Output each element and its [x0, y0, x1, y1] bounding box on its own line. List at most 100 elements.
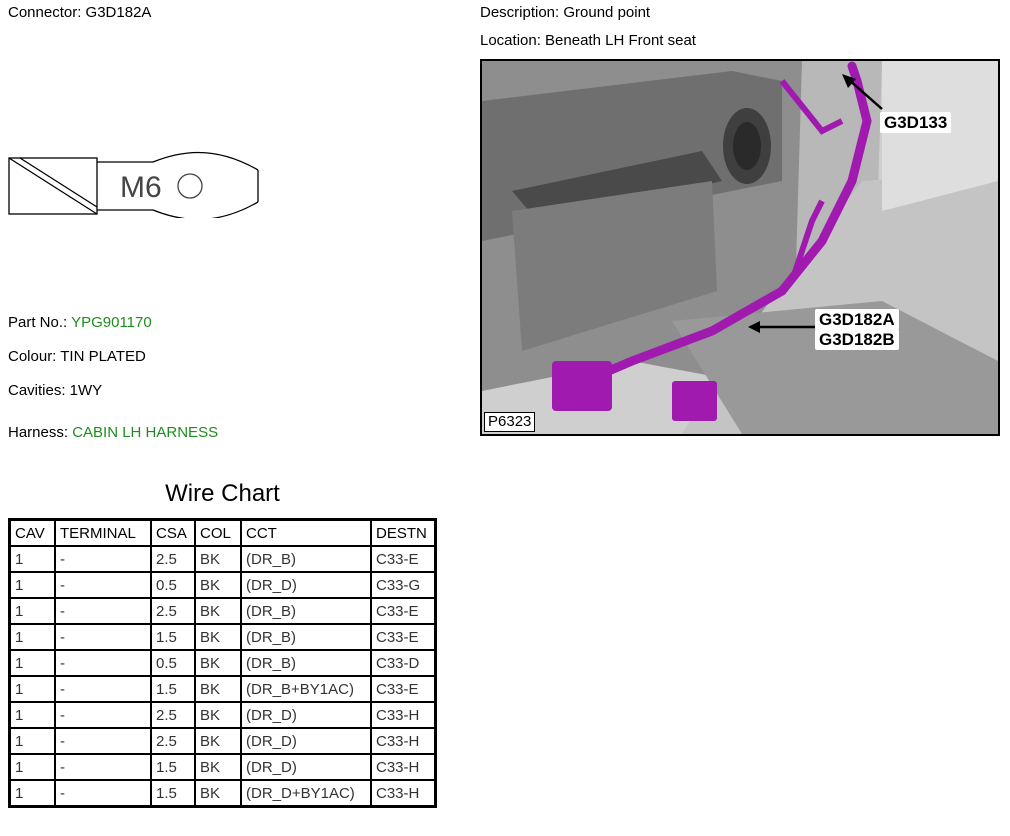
cell-cct: (DR_D): [240, 571, 372, 599]
part-number-label: Part No.:: [8, 314, 68, 331]
callout-g3d133: G3D133: [880, 112, 952, 133]
harness-connector-block: [552, 361, 612, 411]
vehicle-interior-drawing: [482, 61, 998, 434]
cell-cct: (DR_B+BY1AC): [240, 675, 372, 703]
cell-cav: 1: [8, 675, 56, 703]
column-header-terminal: TERMINAL: [54, 518, 152, 547]
cell-cct: (DR_B): [240, 649, 372, 677]
cell-destn: C33-E: [370, 623, 437, 651]
cell-cct: (DR_D): [240, 753, 372, 781]
cell-csa: 2.5: [150, 597, 196, 625]
column-header-col: COL: [194, 518, 242, 547]
cell-csa: 1.5: [150, 753, 196, 781]
column-header-csa: CSA: [150, 518, 196, 547]
cell-destn: C33-H: [370, 701, 437, 729]
cell-csa: 0.5: [150, 649, 196, 677]
column-header-cav: CAV: [8, 518, 56, 547]
cell-col: BK: [194, 649, 242, 677]
cell-destn: C33-H: [370, 779, 437, 808]
harness-label: Harness:: [8, 424, 69, 441]
cell-col: BK: [194, 597, 242, 625]
colour-label: Colour: TIN PLATED: [8, 348, 146, 365]
cell-destn: C33-E: [370, 597, 437, 625]
stud-size-text: M6: [120, 171, 162, 204]
figure-reference: P6323: [484, 412, 536, 432]
part-number-line: Part No.: YPG901170: [8, 314, 152, 331]
cell-terminal: -: [54, 545, 152, 573]
wire-chart-title: Wire Chart: [165, 480, 280, 507]
harness-line: Harness: CABIN LH HARNESS: [8, 424, 218, 441]
cell-terminal: -: [54, 727, 152, 755]
cell-destn: C33-E: [370, 675, 437, 703]
cell-cct: (DR_B): [240, 545, 372, 573]
callout-g3d182b: G3D182B: [815, 329, 899, 350]
location-label: Location: Beneath LH Front seat: [480, 32, 696, 49]
cell-terminal: -: [54, 701, 152, 729]
column-header-cct: CCT: [240, 518, 372, 547]
description-label: Description: Ground point: [480, 4, 651, 21]
harness-value: CABIN LH HARNESS: [72, 424, 219, 441]
cell-cav: 1: [8, 545, 56, 573]
cell-cct: (DR_B): [240, 597, 372, 625]
cell-csa: 2.5: [150, 727, 196, 755]
cell-cav: 1: [8, 649, 56, 677]
column-header-destn: DESTN: [370, 518, 437, 547]
cell-destn: C33-H: [370, 727, 437, 755]
cell-csa: 1.5: [150, 623, 196, 651]
part-number-value: YPG901170: [71, 314, 152, 331]
cell-terminal: -: [54, 571, 152, 599]
cell-csa: 0.5: [150, 571, 196, 599]
cell-destn: C33-D: [370, 649, 437, 677]
cell-destn: C33-E: [370, 545, 437, 573]
cell-cav: 1: [8, 727, 56, 755]
cell-terminal: -: [54, 597, 152, 625]
cell-csa: 2.5: [150, 545, 196, 573]
cell-col: BK: [194, 623, 242, 651]
cell-terminal: -: [54, 649, 152, 677]
cell-terminal: -: [54, 753, 152, 781]
cell-cav: 1: [8, 779, 56, 808]
cell-terminal: -: [54, 675, 152, 703]
connector-label: Connector: G3D182A: [8, 4, 152, 21]
cell-cct: (DR_D): [240, 727, 372, 755]
cell-destn: C33-H: [370, 753, 437, 781]
cell-csa: 1.5: [150, 675, 196, 703]
ring-hole: [177, 173, 203, 199]
cell-col: BK: [194, 701, 242, 729]
cell-cav: 1: [8, 753, 56, 781]
table-header-row: CAV TERMINAL CSA COL CCT DESTN: [8, 518, 437, 547]
cell-terminal: -: [54, 779, 152, 808]
cell-col: BK: [194, 675, 242, 703]
cell-cct: (DR_B): [240, 623, 372, 651]
cell-col: BK: [194, 779, 242, 808]
cell-csa: 1.5: [150, 779, 196, 808]
cell-col: BK: [194, 727, 242, 755]
seat-frame: [672, 301, 998, 434]
location-illustration: G3D133 G3D182A G3D182B P6323: [480, 59, 1000, 436]
cell-cav: 1: [8, 597, 56, 625]
cell-cav: 1: [8, 571, 56, 599]
cell-col: BK: [194, 545, 242, 573]
cell-csa: 2.5: [150, 701, 196, 729]
cell-cct: (DR_D+BY1AC): [240, 779, 372, 808]
cell-destn: C33-G: [370, 571, 437, 599]
cell-cav: 1: [8, 623, 56, 651]
callout-g3d182a: G3D182A: [815, 309, 899, 330]
cell-cav: 1: [8, 701, 56, 729]
cell-terminal: -: [54, 623, 152, 651]
cavities-label: Cavities: 1WY: [8, 382, 103, 399]
cell-col: BK: [194, 571, 242, 599]
cabin-harness: [557, 61, 872, 396]
